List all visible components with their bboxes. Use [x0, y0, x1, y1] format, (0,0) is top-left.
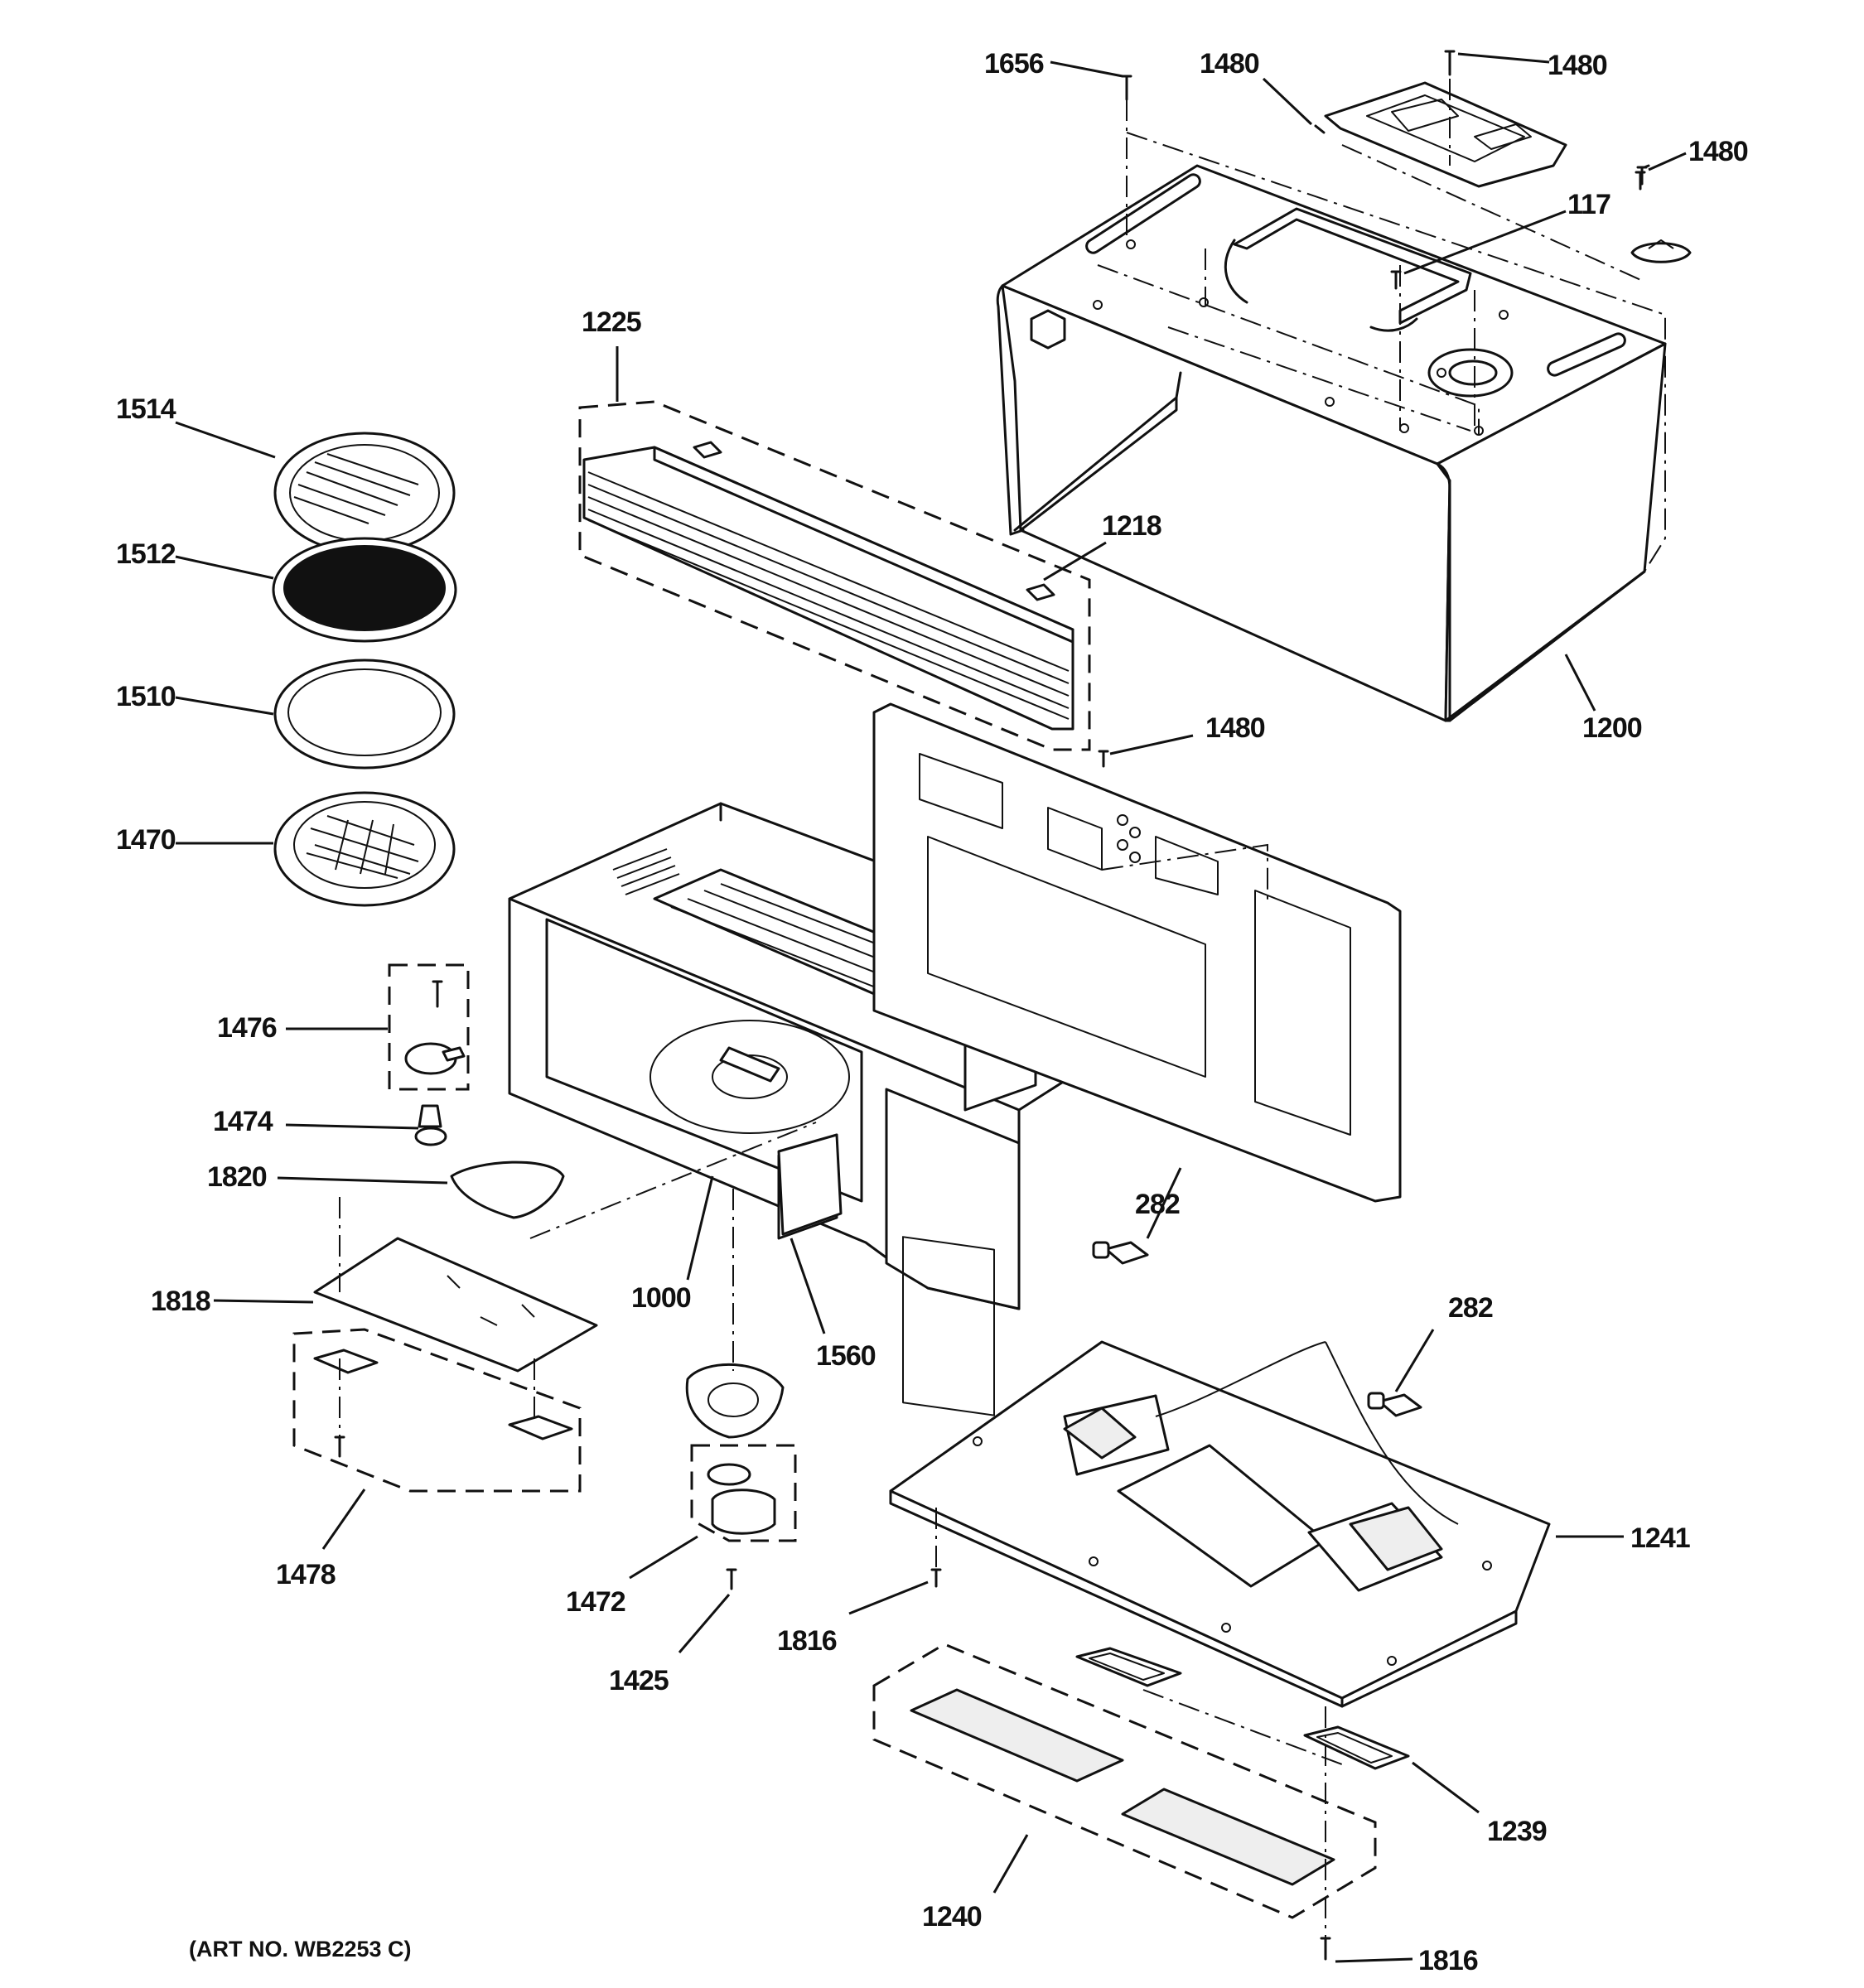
leader-lines — [175, 52, 1687, 1963]
glass-turntable-tray — [273, 659, 456, 770]
turntable-support-ring — [273, 791, 456, 907]
lamp-lens-cover-1820 — [450, 1160, 565, 1219]
callout-1474: 1474 — [213, 1106, 273, 1137]
turntable-motor-1472 — [685, 1363, 797, 1590]
callout-1480-right: 1480 — [1688, 136, 1748, 167]
callout-labels: 1656 1480 1480 1480 117 1225 1514 1218 1… — [116, 48, 1749, 1976]
filter-frame-1239 — [1303, 1725, 1410, 1770]
outer-case-wrapper — [996, 164, 1667, 722]
bottom-plate — [889, 1340, 1551, 1708]
coupling-assembly-1476 — [388, 963, 470, 1091]
callout-1000: 1000 — [631, 1282, 691, 1314]
callout-1478: 1478 — [276, 1559, 336, 1590]
lamp-bulb-upper — [1092, 1241, 1149, 1265]
top-screws — [1121, 50, 1650, 290]
callout-1510: 1510 — [116, 681, 176, 712]
callout-1818: 1818 — [151, 1286, 210, 1317]
callout-1656: 1656 — [984, 48, 1044, 80]
crisper-pan-tray — [272, 537, 457, 643]
grease-filters — [872, 1643, 1377, 1919]
grill-rack-tray — [273, 432, 456, 554]
callout-1480-middle: 1480 — [1205, 712, 1265, 744]
lamp-bulb-lower — [1367, 1392, 1422, 1417]
callout-1480-top-left: 1480 — [1200, 48, 1259, 80]
callout-1560: 1560 — [816, 1340, 876, 1372]
callout-117: 117 — [1567, 189, 1610, 220]
callout-1816-bottom: 1816 — [1418, 1945, 1478, 1976]
callout-1241: 1241 — [1630, 1522, 1690, 1554]
callout-1425: 1425 — [609, 1665, 669, 1696]
callout-1512: 1512 — [116, 538, 176, 570]
filter-frame-upper — [1075, 1647, 1182, 1687]
shelf-supports-1478 — [292, 1328, 582, 1493]
callout-1218: 1218 — [1102, 510, 1161, 542]
callout-1240: 1240 — [922, 1901, 982, 1933]
top-mounting-bracket — [1324, 81, 1567, 188]
callout-1239: 1239 — [1487, 1816, 1547, 1847]
vent-grille — [578, 400, 1091, 751]
callout-1200: 1200 — [1582, 712, 1642, 744]
back-panel — [872, 702, 1402, 1203]
cabinet-alignment-lines — [1097, 79, 1666, 572]
callout-1514: 1514 — [116, 393, 176, 425]
callout-1820: 1820 — [207, 1161, 267, 1193]
callout-282-upper: 282 — [1135, 1189, 1180, 1220]
art-number: (ART NO. WB2253 C) — [189, 1937, 412, 1961]
door-latch-plate-1560 — [777, 1133, 843, 1236]
callout-1225: 1225 — [582, 306, 641, 338]
callout-282-lower: 282 — [1448, 1292, 1493, 1324]
callout-1816-middle: 1816 — [777, 1625, 837, 1657]
callout-1472: 1472 — [566, 1586, 625, 1618]
callout-1480-top-right: 1480 — [1548, 50, 1607, 81]
lower-screws — [930, 750, 1331, 1961]
lower-alignment-lines — [339, 843, 1343, 1947]
callout-1476: 1476 — [217, 1012, 277, 1044]
drive-coupler-1474 — [414, 1104, 447, 1146]
callout-1470: 1470 — [116, 824, 176, 856]
damper-part — [1630, 239, 1692, 263]
glass-shelf-1818 — [313, 1237, 598, 1373]
